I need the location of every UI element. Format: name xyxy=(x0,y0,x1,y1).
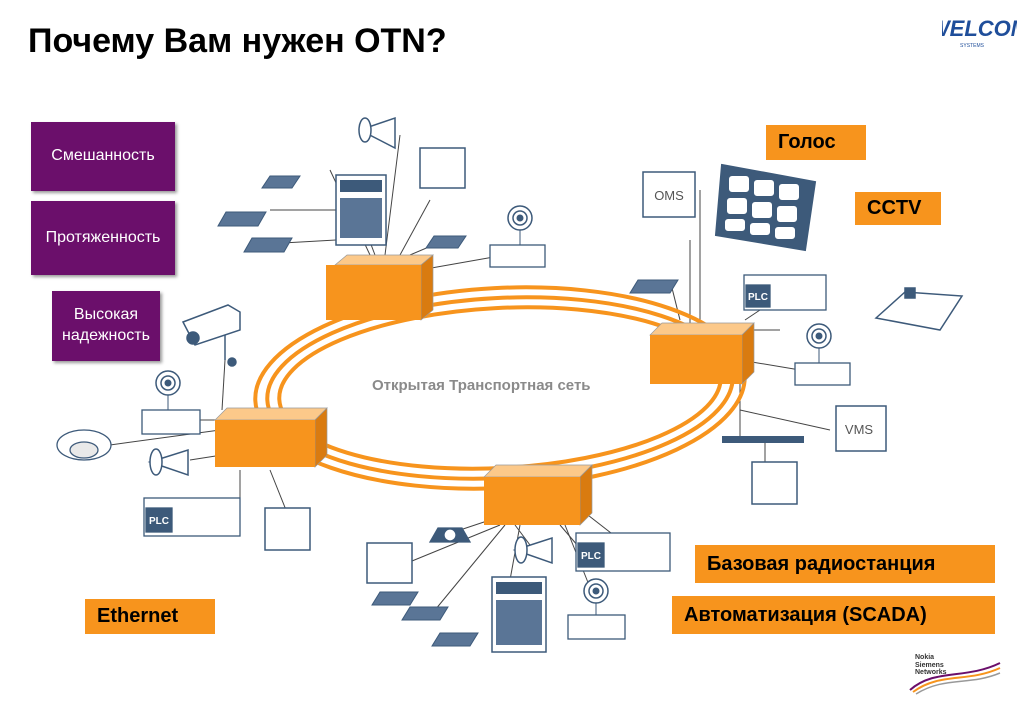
oms-label: OMS xyxy=(654,188,684,203)
nsn-swoosh xyxy=(909,662,1001,695)
video-wall-icon xyxy=(714,163,817,252)
keypad-icon xyxy=(217,175,679,647)
plc-label-2: PLC xyxy=(149,516,169,527)
base-station-label: Базовая радиостанция xyxy=(695,545,995,583)
svg-text:SYSTEMS: SYSTEMS xyxy=(960,43,985,49)
welcom-logo: WELCOM SYSTEMS xyxy=(942,16,1017,49)
smoke-detector-icon xyxy=(56,429,112,461)
plc-label-3: PLC xyxy=(581,551,601,562)
cctv-camera-icon xyxy=(181,304,241,367)
page-title: Почему Вам нужен OTN? xyxy=(28,22,447,60)
voice-label: Голос xyxy=(766,125,866,160)
plc-icon xyxy=(143,274,827,572)
otn-node-bottom xyxy=(483,464,593,526)
nokia-siemens-logo: Nokia Siemens Networks xyxy=(915,654,947,677)
svg-text:WELCOM: WELCOM xyxy=(942,16,1017,41)
antenna-icon xyxy=(147,116,553,565)
camera-console-icon xyxy=(874,287,964,331)
bus-bar xyxy=(722,436,804,443)
phone-icon xyxy=(428,527,472,543)
vms-label: VMS xyxy=(845,422,874,437)
otn-node-right xyxy=(649,322,755,385)
otn-node-top xyxy=(326,254,434,321)
mixed-box: Смешанность xyxy=(31,122,175,191)
server-icon-top xyxy=(335,174,387,246)
server-icon-bottom xyxy=(491,576,547,653)
otn-node-left xyxy=(214,407,328,468)
extent-box: Протяженность xyxy=(31,201,175,275)
cctv-label: CCTV xyxy=(855,192,941,225)
ethernet-label: Ethernet xyxy=(85,599,215,634)
ring-label: Открытая Транспортная сеть xyxy=(372,377,591,394)
monitor-icon xyxy=(264,147,887,584)
reliability-box: Высокая надежность xyxy=(52,291,160,361)
radio-icon xyxy=(141,205,851,640)
scada-label: Автоматизация (SCADA) xyxy=(672,596,995,634)
plc-label-1: PLC xyxy=(748,292,768,303)
